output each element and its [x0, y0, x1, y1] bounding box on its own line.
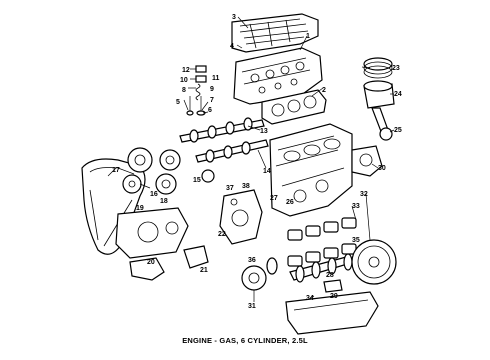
callout-23: 23 [392, 65, 400, 72]
callout-14: 14 [263, 168, 271, 175]
piston-assembly [363, 57, 395, 141]
callout-numbers: 3 4 1 2 12 11 10 9 8 7 5 6 13 14 15 16 1… [112, 14, 402, 310]
callout-27: 27 [270, 195, 278, 202]
callout-1: 1 [306, 33, 310, 40]
rear-seal-housing [351, 145, 383, 177]
callout-10: 10 [180, 77, 188, 84]
callout-15: 15 [193, 177, 201, 184]
callout-36: 36 [248, 257, 256, 264]
valve-cover [231, 13, 319, 53]
callout-31: 31 [248, 303, 256, 310]
crank-pulley [241, 257, 278, 291]
callout-35: 35 [352, 237, 360, 244]
callout-8: 8 [182, 87, 186, 94]
callout-28: 28 [326, 272, 334, 279]
callout-19: 19 [136, 205, 144, 212]
flywheel [351, 239, 397, 285]
diagram-caption: ENGINE - GAS, 6 CYLINDER, 2.5L [182, 336, 308, 345]
callout-7: 7 [210, 97, 214, 104]
head-gasket [261, 89, 327, 125]
callout-4: 4 [230, 43, 234, 50]
cylinder-head [233, 47, 323, 105]
engine-block [269, 123, 353, 217]
callout-32: 32 [360, 191, 368, 198]
callout-26: 26 [286, 199, 294, 206]
oil-pan [285, 279, 379, 335]
callout-16: 16 [150, 191, 158, 198]
valve-assembly [186, 65, 207, 116]
callout-13: 13 [260, 128, 268, 135]
crankshaft [289, 253, 355, 283]
callout-29: 29 [330, 293, 338, 300]
callout-24: 24 [394, 91, 402, 98]
cam-pulleys [122, 147, 215, 195]
callout-38: 38 [242, 183, 250, 190]
callout-18: 18 [160, 198, 168, 205]
callout-33: 33 [352, 203, 360, 210]
callout-9: 9 [210, 86, 214, 93]
camshafts [179, 117, 269, 163]
callout-22: 22 [218, 231, 226, 238]
callout-12: 12 [182, 67, 190, 74]
callout-25: 25 [394, 127, 402, 134]
callout-2: 2 [322, 87, 326, 94]
callout-11: 11 [212, 75, 220, 82]
callout-17: 17 [112, 167, 120, 174]
callout-30: 30 [378, 165, 386, 172]
callout-6: 6 [208, 107, 212, 114]
leader-lines [107, 16, 395, 302]
callout-3: 3 [232, 14, 236, 21]
callout-5: 5 [176, 99, 180, 106]
oil-pump [219, 189, 263, 245]
callout-20: 20 [147, 259, 155, 266]
callout-37: 37 [226, 185, 234, 192]
callout-34: 34 [306, 295, 314, 302]
callout-21: 21 [200, 267, 208, 274]
timing-covers [115, 207, 209, 281]
